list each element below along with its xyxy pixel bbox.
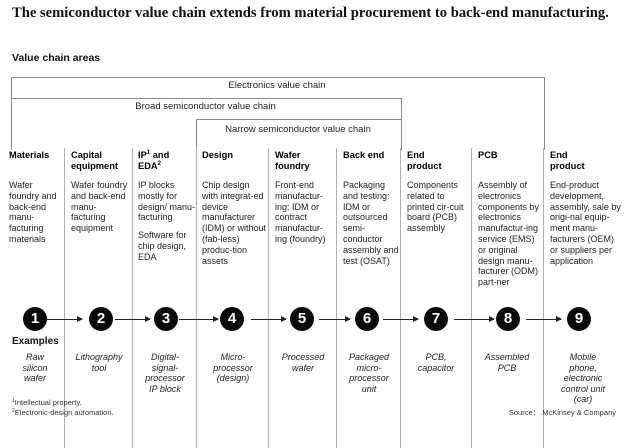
flow-arrow [526,316,562,322]
column-description: Components related to printed cir-cuit b… [407,180,464,234]
column-description: Chip design with integrat-ed device manu… [202,180,267,266]
column-divider [471,148,472,448]
flow-arrow [251,316,287,322]
column-divider [132,148,133,448]
column-header: Materials [9,150,50,160]
step-3-circle: 3 [154,307,178,331]
column-back-end: Back end Packaging and testing: IDM or o… [343,150,400,273]
footnote-1: 1Intellectual property. [12,398,82,407]
flow-arrow [179,316,219,322]
narrow-bracket [196,119,402,150]
flow-arrow [115,316,151,322]
step-5-circle: 5 [290,307,314,331]
step-8-circle: 8 [496,307,520,331]
column-header: Design [202,150,233,160]
column-divider [268,148,269,448]
column-divider [196,148,197,448]
value-chain-areas-label: Value chain areas [12,52,101,64]
step-4-circle: 4 [220,307,244,331]
flow-arrow [319,316,351,322]
column-header: PCB [478,150,498,160]
electronics-bracket-label: Electronics value chain [228,80,326,91]
flow-arrow [383,316,419,322]
column-design: Design Chip design with integrat-ed devi… [202,150,268,273]
source-credit: Source： McKinsey & Company [508,408,616,417]
column-divider [64,148,65,448]
column-pcb: PCB Assembly of electronics components b… [478,150,542,295]
column-divider [543,148,544,448]
column-divider [400,148,401,448]
step-1-circle: 1 [23,307,47,331]
column-divider [336,148,337,448]
column-description: Front-end manufactur-ing: IDM or contrac… [275,180,326,244]
column-description: Wafer foundry and back-end manu-facturin… [71,180,128,234]
page-title: The semiconductor value chain extends fr… [12,5,609,21]
column-materials: Materials Wafer foundry and back-end man… [9,150,63,252]
example-design: Micro-processor(design) [213,352,253,383]
column-description: Wafer foundry and back-end manu-facturin… [9,180,57,244]
broad-bracket-label: Broad semiconductor value chain [135,101,276,112]
step-7-circle: 7 [424,307,448,331]
example-end-product-components: PCB,capacitor [417,352,455,373]
column-description: End-product development, assembly, sale … [550,180,621,266]
column-description: IP blocks mostly for design/ manu-factur… [138,180,196,262]
step-6-circle: 6 [355,307,379,331]
examples-label: Examples [12,336,59,347]
flow-arrow [454,316,495,322]
footnote-2: 2Electronic-design automation. [12,408,114,417]
step-2-circle: 2 [89,307,113,331]
narrow-bracket-label: Narrow semiconductor value chain [225,124,371,135]
step-9-circle: 9 [567,307,591,331]
column-description: Packaging and testing: IDM or outsourced… [343,180,399,266]
flow-arrow [47,316,83,322]
column-header: Back end [343,150,385,160]
column-description: Assembly of electronics components by el… [478,180,540,288]
